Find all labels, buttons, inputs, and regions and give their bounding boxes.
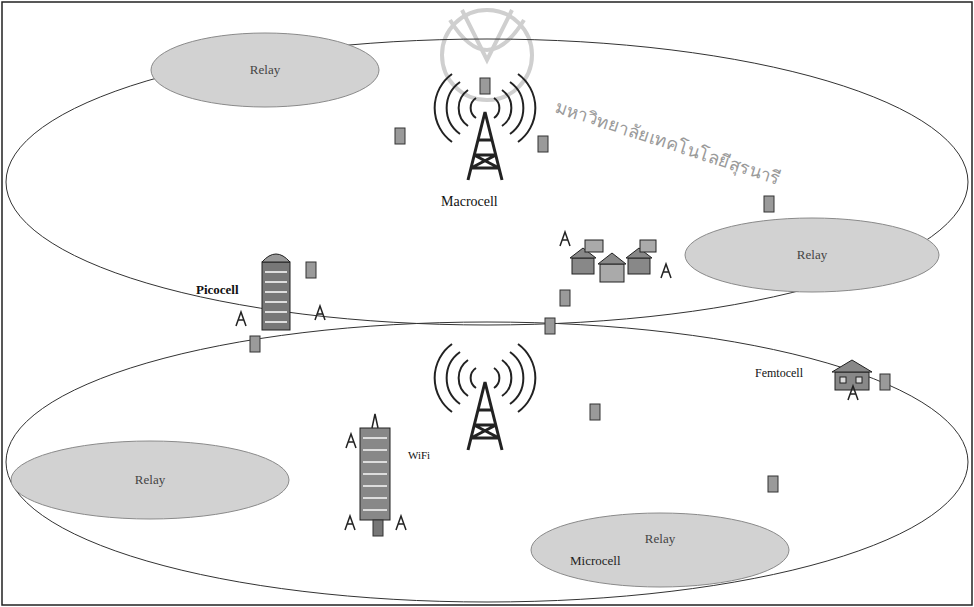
ellipse-outline — [530, 512, 790, 588]
cell-type-label: Picocell — [196, 282, 239, 298]
cell-label: Microcell — [570, 553, 621, 569]
cell-type-label: WiFi — [408, 449, 430, 461]
cell-type-label: Macrocell — [441, 194, 498, 210]
relay-ellipse: RelayMicrocell — [530, 512, 790, 588]
relay-label: Relay — [645, 531, 675, 547]
relay-label: Relay — [135, 472, 165, 488]
cell-type-label: Femtocell — [755, 366, 803, 381]
relay-ellipse: Relay — [684, 217, 940, 293]
relay-ellipse: Relay — [10, 440, 290, 520]
relay-label: Relay — [250, 62, 280, 78]
relay-ellipse: Relay — [150, 32, 380, 108]
relay-label: Relay — [797, 247, 827, 263]
